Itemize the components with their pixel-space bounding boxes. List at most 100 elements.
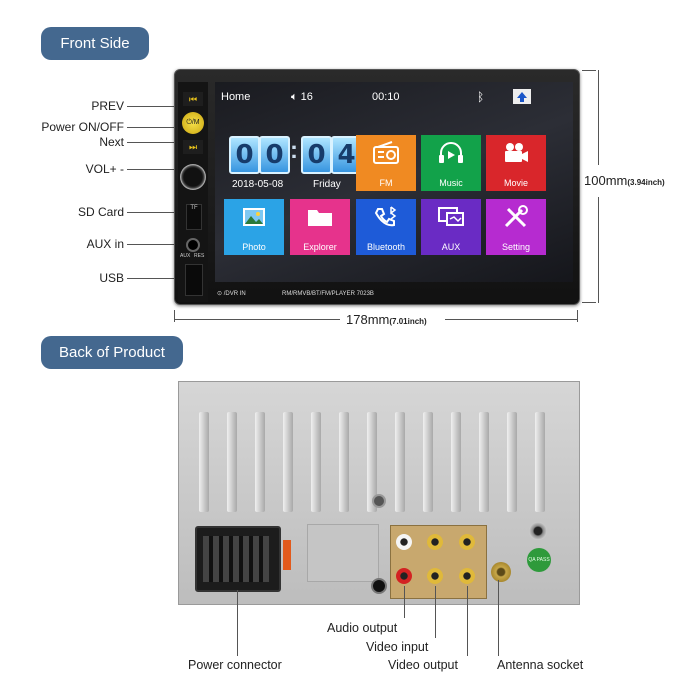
home-label[interactable]: Home (221, 91, 251, 103)
clock-digit: 0 (301, 136, 332, 174)
video-output-jack (459, 534, 475, 550)
dvr-in-label: ⊙ /DVR IN (217, 291, 246, 297)
tile-setting[interactable]: Setting (486, 199, 546, 255)
audio-output-left-jack (396, 568, 412, 584)
height-dim-bottom (582, 302, 596, 303)
power-connector-label: Power connector (188, 658, 282, 672)
bluetooth-phone-icon (374, 206, 397, 227)
heatsink-fin (199, 412, 209, 512)
prev-button[interactable]: ⏮ (183, 92, 203, 106)
volume-indicator: 🔈︎ 16 (291, 91, 313, 103)
heatsink-fin (535, 412, 545, 512)
clock-separator: : (290, 137, 298, 164)
tile-music[interactable]: Music (421, 135, 481, 191)
heatsink (179, 382, 579, 512)
power-label: Power ON/OFF (41, 120, 124, 134)
vol-leader (127, 169, 178, 170)
tile-aux-label: AUX (441, 242, 461, 252)
tile-photo[interactable]: Photo (224, 199, 284, 255)
tile-fm[interactable]: FM (356, 135, 416, 191)
ground-screw (371, 578, 387, 594)
head-unit-back: QA PASS (178, 381, 580, 605)
embossed-label (307, 524, 379, 582)
audio-output-leader (404, 586, 405, 618)
tile-photo-label: Photo (242, 242, 266, 252)
next-label: Next (99, 135, 124, 149)
back-of-product-title: Back of Product (41, 336, 183, 369)
heatsink-fin (227, 412, 237, 512)
heatsink-fin (423, 412, 433, 512)
home-up-icon[interactable] (513, 89, 531, 104)
video-output-jack (459, 568, 475, 584)
heatsink-fin (339, 412, 349, 512)
folder-icon (308, 210, 332, 226)
antenna-leader (498, 580, 499, 656)
touch-screen[interactable]: Home 🔈︎ 16 00:10 ᛒ 0 0 : 0 4 2018-05-08 … (215, 82, 573, 282)
prev-leader (127, 106, 178, 107)
aux-leader (127, 244, 178, 245)
video-input-jack (427, 534, 443, 550)
power-leader (127, 127, 178, 128)
mic-icon: ⊙ (217, 291, 223, 297)
sd-leader (127, 212, 178, 213)
heatsink-fin (255, 412, 265, 512)
aux-label: AUX in (86, 237, 124, 251)
power-connector (195, 526, 281, 592)
next-leader (127, 142, 178, 143)
aux-text: AUX (180, 253, 191, 259)
speaker-icon: 🔈︎ (291, 91, 298, 103)
usb-port[interactable] (185, 264, 203, 296)
height-dim-line (598, 70, 599, 165)
head-unit-front: ⏮ ⏻/M ⏭ TF AUX RES Home 🔈︎ 16 00:10 ᛒ 0 … (174, 69, 580, 305)
res-text: RES (194, 253, 205, 259)
audio-output-right-jack (396, 534, 412, 550)
day-text: Friday (313, 179, 341, 190)
width-dim-right (445, 319, 578, 320)
screw (372, 494, 386, 508)
width-dim-left (174, 319, 340, 320)
top-screw (529, 522, 547, 540)
tile-fm-label: FM (379, 178, 393, 188)
aux-icon (438, 207, 464, 226)
qa-pass-sticker: QA PASS (527, 548, 551, 572)
height-dim-line-lower (598, 197, 599, 303)
usb-label: USB (99, 271, 124, 285)
tile-explorer[interactable]: Explorer (290, 199, 350, 255)
heatsink-fin (451, 412, 461, 512)
photo-icon (243, 208, 265, 226)
tile-bluetooth[interactable]: Bluetooth (356, 199, 416, 255)
status-clock: 00:10 (372, 91, 400, 103)
sd-label: SD Card (77, 205, 124, 219)
connector-pins (203, 536, 269, 582)
video-input-label: Video input (366, 640, 429, 654)
usb-leader (127, 278, 178, 279)
height-dimension: 100mm(3.94inch) (584, 173, 665, 188)
radio-icon (373, 141, 399, 164)
power-symbol: ⏻/M (186, 119, 200, 126)
heatsink-fin (311, 412, 321, 512)
video-output-label: Video output (388, 658, 458, 672)
tile-aux[interactable]: AUX (421, 199, 481, 255)
width-dim-tick-r (577, 310, 578, 322)
aux-jack[interactable] (186, 238, 200, 252)
video-input-leader (435, 586, 436, 638)
tools-icon (504, 205, 528, 228)
model-label: RM/RMVB/BT/FM/PLAYER 7023B (282, 291, 374, 297)
volume-knob[interactable] (180, 164, 206, 190)
vol-label: VOL+ - (85, 162, 124, 176)
width-dimension: 178mm(7.01inch) (346, 312, 427, 327)
clock-digit: 0 (229, 136, 260, 174)
tf-label: TF (190, 205, 198, 211)
tile-movie[interactable]: Movie (486, 135, 546, 191)
prev-label: PREV (91, 99, 124, 113)
control-panel: ⏮ ⏻/M ⏭ TF AUX RES (178, 82, 208, 302)
audio-output-label: Audio output (327, 621, 398, 635)
tile-music-label: Music (439, 178, 463, 188)
tile-movie-label: Movie (503, 178, 528, 188)
power-button[interactable]: ⏻/M (182, 112, 204, 134)
sd-card-slot[interactable]: TF (186, 204, 202, 230)
clock-digit: 0 (259, 136, 290, 174)
tile-bluetooth-label: Bluetooth (366, 242, 406, 252)
next-button[interactable]: ⏭ (183, 140, 203, 154)
antenna-socket (491, 562, 511, 582)
